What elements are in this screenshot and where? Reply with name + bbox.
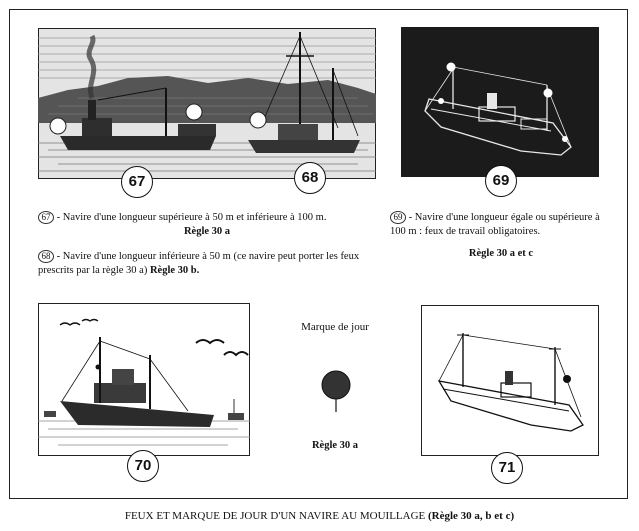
illustration-69: 69	[401, 27, 599, 197]
fishing-vessel-day-scene	[38, 303, 250, 456]
plate-frame	[9, 9, 628, 499]
figure-number-69: 69	[485, 165, 517, 197]
figure-number-67: 67	[121, 166, 153, 198]
large-ship-working-lights	[401, 27, 599, 177]
day-shape-rule-label: Règle 30 a	[311, 440, 359, 451]
anchored-ships-night-scene	[38, 28, 376, 179]
caption-text: FEUX ET MARQUE DE JOUR D'UN NAVIRE AU MO…	[124, 510, 426, 522]
ref-68: 68	[38, 250, 54, 263]
black-ball-dayshape-icon	[321, 370, 351, 412]
ref-69: 69	[390, 211, 406, 224]
rule-30b-label: Règle 30 b.	[149, 265, 200, 276]
illustration-67-68: 67 68	[38, 28, 376, 198]
figure-number-68: 68	[294, 162, 326, 194]
rule-30ac-label: Règle 30 a et c	[468, 248, 534, 259]
illustration-71: 71	[421, 305, 599, 484]
ship-with-day-shape	[421, 305, 599, 456]
rule-30a-label: Règle 30 a	[183, 226, 231, 237]
description-68: 68 - Navire d'une longueur inférieure à …	[38, 250, 376, 278]
plate-caption: FEUX ET MARQUE DE JOUR D'UN NAVIRE AU MO…	[0, 510, 639, 522]
day-shape-title: Marque de jour	[301, 321, 369, 333]
day-shape-rule: Règle 30 a	[270, 439, 400, 453]
description-67-text: - Navire d'une longueur supérieure à 50 …	[56, 212, 327, 223]
illustration-70: 70	[38, 303, 250, 482]
description-69: 69 - Navire d'une longueur égale ou supé…	[390, 211, 612, 261]
description-68-text: - Navire d'une longueur inférieure à 50 …	[38, 251, 360, 276]
figure-number-70: 70	[127, 450, 159, 482]
description-69-text: - Navire d'une longueur égale ou supérie…	[390, 212, 600, 237]
description-67: 67 - Navire d'une longueur supérieure à …	[38, 211, 368, 239]
caption-rule: (Règle 30 a, b et c)	[428, 510, 515, 522]
ref-67: 67	[38, 211, 54, 224]
figure-number-71: 71	[491, 452, 523, 484]
